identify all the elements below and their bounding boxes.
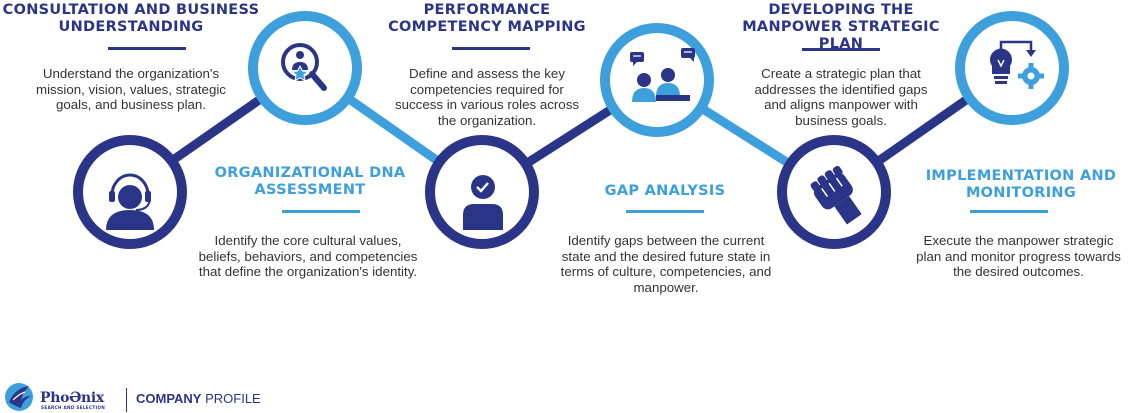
bulb-gear-icon bbox=[989, 40, 1044, 89]
handshake-fist-icon bbox=[810, 165, 862, 225]
search-star-icon bbox=[281, 43, 327, 91]
footer: PhoƏnix SEARCH AND SELECTION COMPANY PRO… bbox=[3, 380, 303, 412]
title-underline bbox=[626, 210, 704, 213]
step-circle bbox=[600, 23, 714, 137]
title-underline bbox=[108, 47, 186, 50]
footer-divider bbox=[126, 388, 127, 412]
step-description: Identify the core cultural values,belief… bbox=[198, 233, 418, 279]
meeting-chat-icon bbox=[630, 48, 695, 102]
title-underline bbox=[802, 48, 880, 51]
brand-tagline: SEARCH AND SELECTION bbox=[41, 405, 106, 410]
step-title: GAP ANALYSIS bbox=[604, 183, 726, 199]
company-profile-label: COMPANY PROFILE bbox=[136, 391, 261, 406]
phoenix-logo-icon bbox=[5, 383, 33, 411]
headset-person-icon bbox=[106, 173, 154, 230]
person-check-icon bbox=[463, 175, 503, 230]
title-underline bbox=[282, 210, 360, 213]
brand-name: PhoƏnix bbox=[40, 390, 104, 406]
title-underline bbox=[970, 210, 1048, 213]
title-underline bbox=[452, 47, 530, 50]
process-diagram bbox=[73, 11, 1069, 249]
step-circle bbox=[955, 11, 1069, 125]
